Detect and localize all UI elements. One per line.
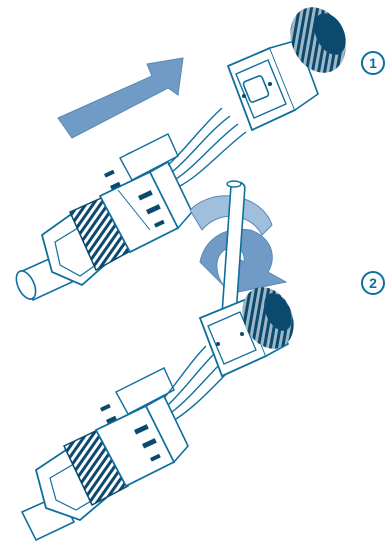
step-2-illustration bbox=[20, 287, 294, 542]
step-number-2: 2 bbox=[361, 271, 385, 295]
push-arrow bbox=[57, 57, 184, 139]
plug-body-2 bbox=[94, 367, 189, 488]
conductors bbox=[167, 107, 247, 187]
connector-insert bbox=[226, 39, 319, 132]
plug-body bbox=[98, 133, 193, 254]
coupling-nut-2 bbox=[242, 287, 294, 349]
step-1-illustration bbox=[15, 7, 346, 302]
coupling-nut bbox=[290, 7, 346, 73]
step-number-1: 1 bbox=[361, 51, 385, 75]
